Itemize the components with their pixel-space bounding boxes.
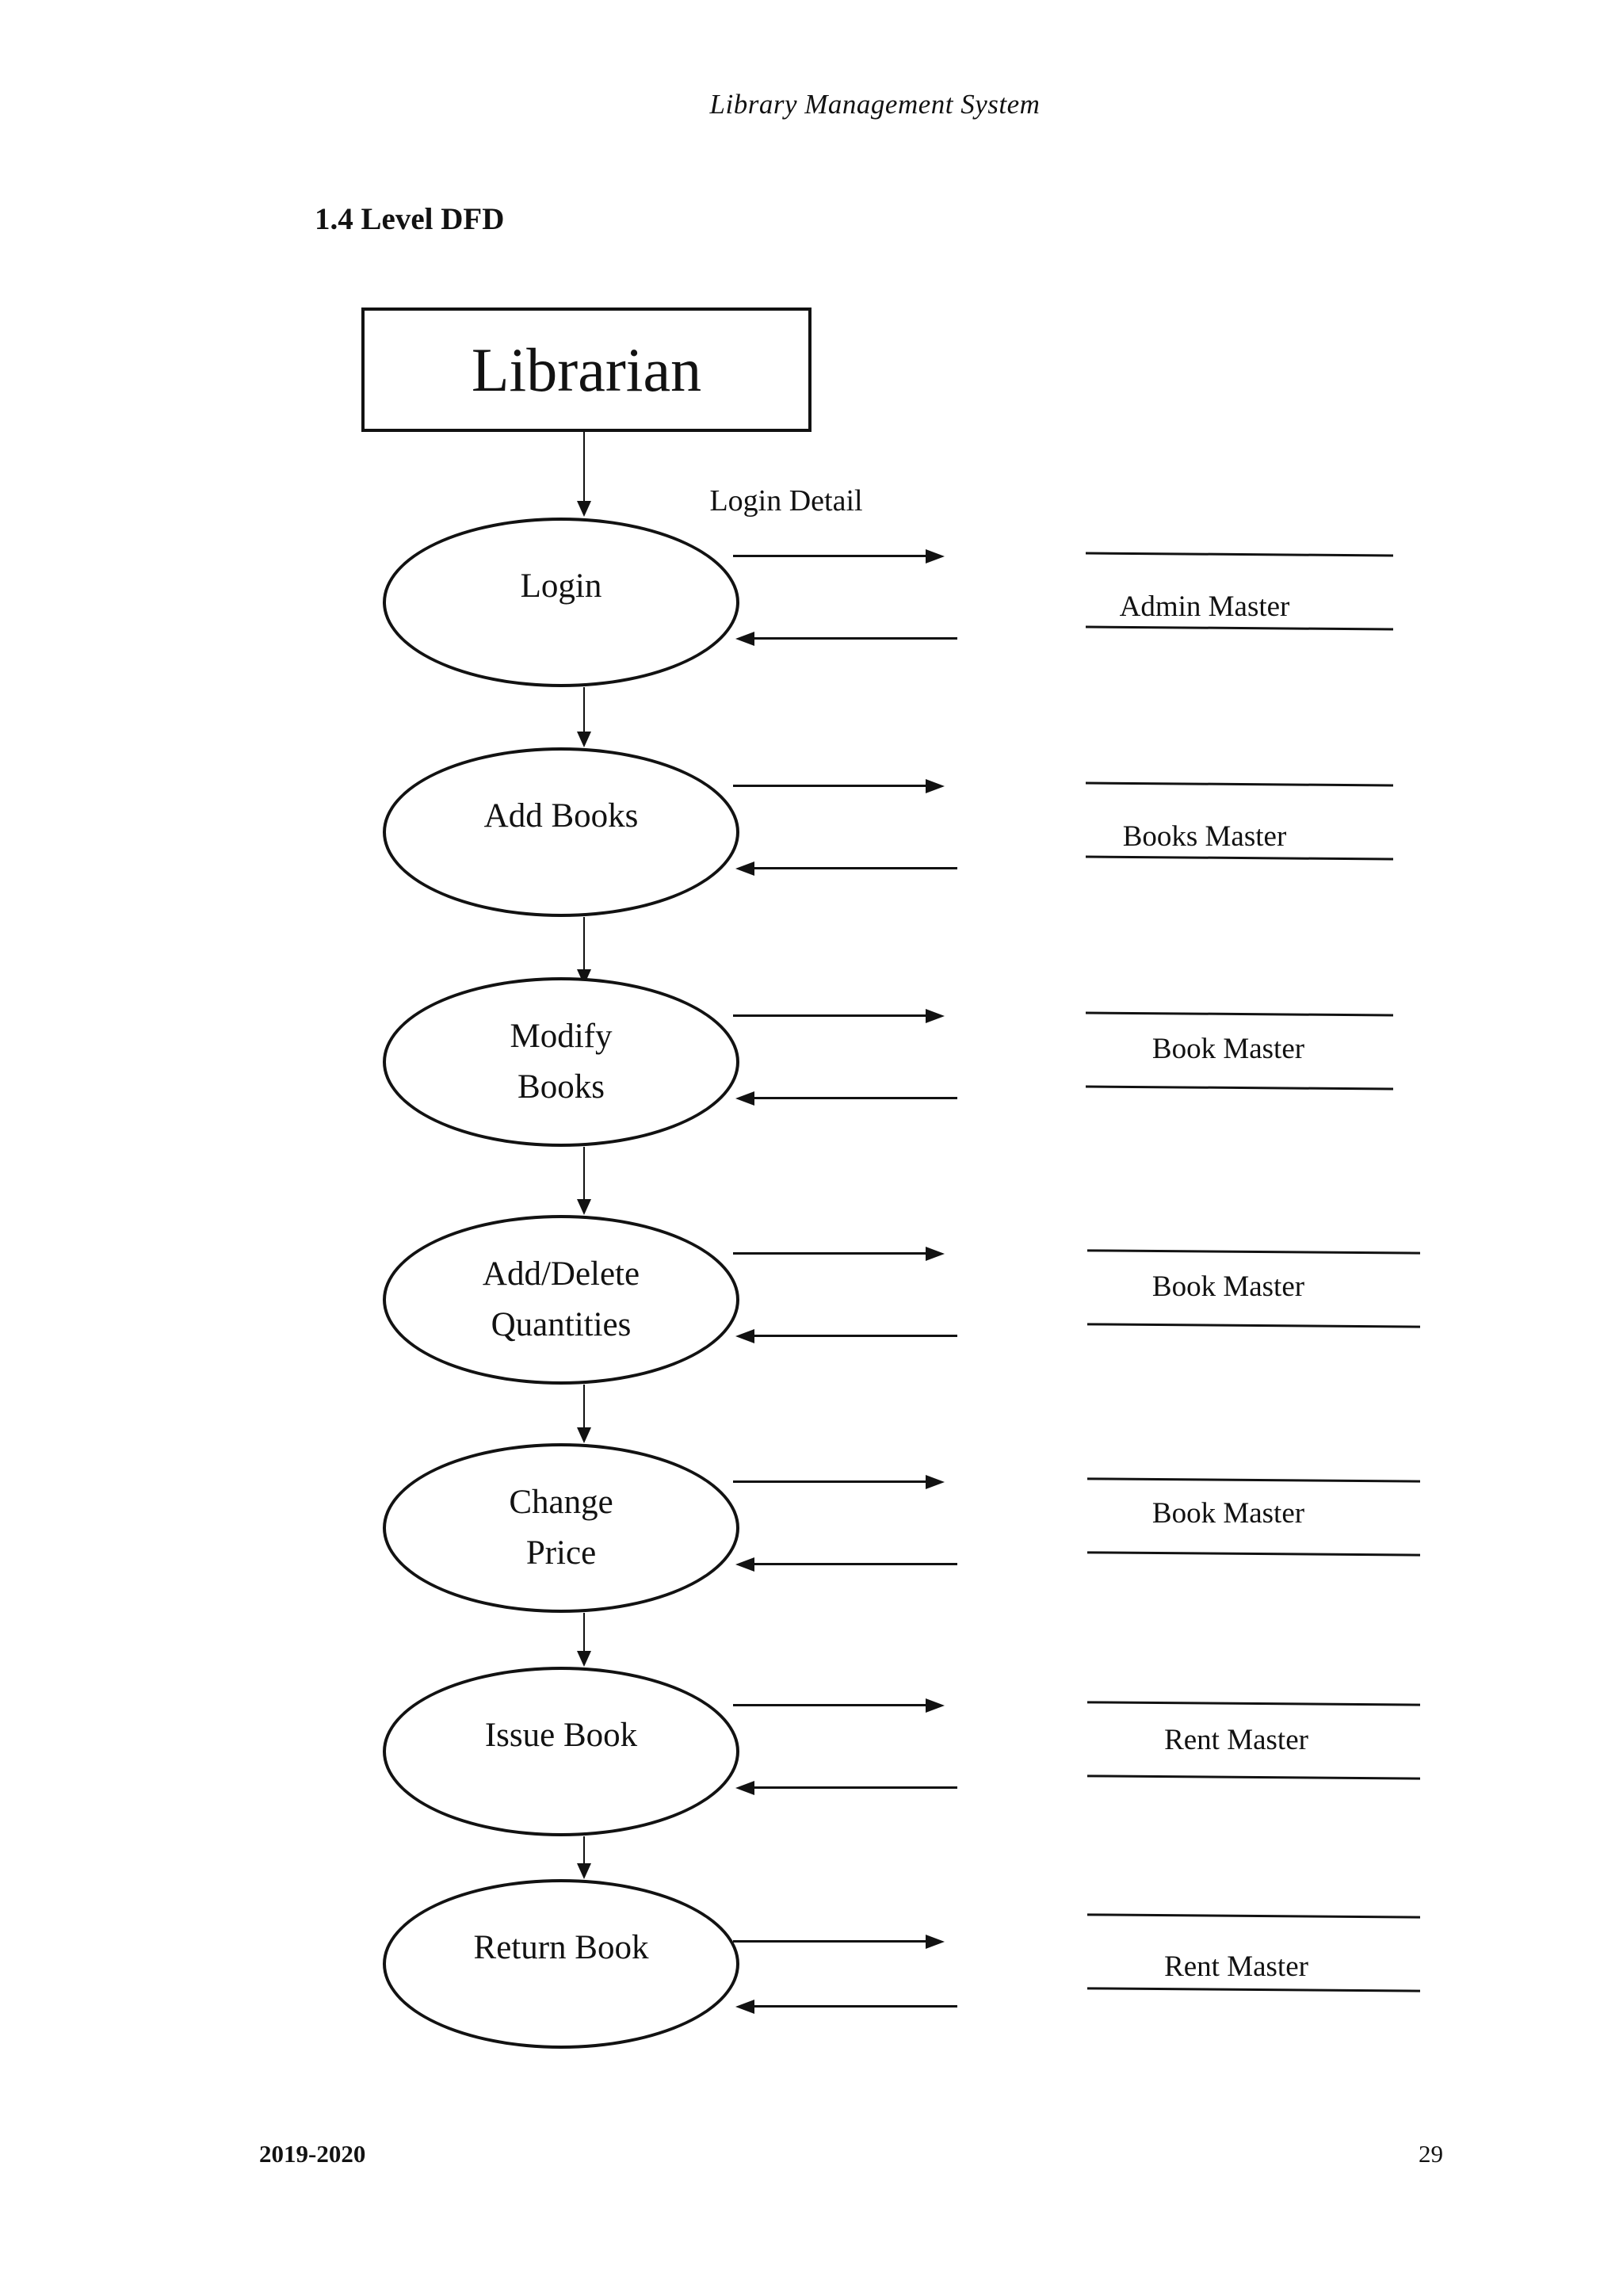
arrow-modify-books-to-add-delete-quantities (583, 1147, 585, 1199)
arrow-login-to-add-books (583, 687, 585, 732)
process-add-books: Add Books (383, 747, 739, 917)
process-return-book: Return Book (383, 1879, 739, 2049)
footer-year-range: 2019-2020 (259, 2140, 366, 2168)
arrow-store-to-modify-books (754, 1097, 957, 1099)
process-label-line: Return Book (473, 1929, 649, 1966)
store-rent-master-2-top-line (1086, 1913, 1421, 1919)
store-book-master-3-label: Book Master (1151, 1497, 1305, 1530)
arrow-librarian-to-login (583, 432, 585, 501)
arrow-issue-book-to-store (733, 1704, 926, 1706)
arrow-store-to-add-delete-quantities (754, 1335, 957, 1337)
store-rent-master-1-label: Rent Master (1164, 1724, 1308, 1756)
flow-label-login-detail: Login Detail (709, 484, 863, 518)
store-book-master-2-bottom-line (1086, 1323, 1421, 1328)
process-label-line: Issue Book (484, 1717, 638, 1754)
external-entity-label: Librarian (471, 334, 702, 404)
store-books-master-top-line (1085, 781, 1394, 787)
arrow-change-price-to-issue-book (583, 1613, 585, 1651)
process-label-line: Price (525, 1534, 597, 1572)
store-books-master-bottom-line (1085, 855, 1394, 861)
process-modify-books: Modify Books (383, 977, 739, 1147)
store-book-master-2-label: Book Master (1151, 1270, 1305, 1303)
arrow-add-books-to-store (733, 785, 926, 787)
section-title: 1.4 Level DFD (315, 202, 505, 236)
process-change-price: Change Price (383, 1443, 739, 1613)
arrow-store-to-return-book (754, 2005, 957, 2008)
arrow-add-delete-quantities-to-change-price (583, 1385, 585, 1427)
process-label-line: Add Books (483, 797, 639, 835)
store-book-master-1-label: Book Master (1151, 1033, 1305, 1065)
store-admin-master-top-line (1085, 552, 1394, 557)
process-label: Add Books (484, 791, 639, 842)
process-issue-book: Issue Book (383, 1667, 739, 1836)
store-book-master-3-top-line (1086, 1477, 1421, 1483)
arrow-modify-books-to-store (733, 1014, 926, 1017)
arrow-add-books-to-modify-books (583, 917, 585, 969)
arrow-change-price-to-store (733, 1480, 926, 1483)
external-entity-librarian: Librarian (361, 308, 812, 432)
process-label: Change Price (509, 1477, 613, 1579)
footer-page-number: 29 (1419, 2140, 1443, 2168)
process-label: Modify Books (510, 1011, 613, 1113)
process-add-delete-quantities: Add/Delete Quantities (383, 1215, 739, 1385)
arrow-return-book-to-store (733, 1940, 926, 1943)
arrow-store-to-add-books (754, 867, 957, 869)
process-label: Issue Book (485, 1710, 637, 1761)
process-login: Login (383, 518, 739, 687)
store-rent-master-2-label: Rent Master (1164, 1950, 1308, 1983)
process-label-line: Add/Delete (482, 1255, 640, 1293)
store-admin-master-bottom-line (1085, 625, 1394, 631)
store-rent-master-2-bottom-line (1086, 1987, 1421, 1992)
process-label-line: Login (520, 567, 602, 605)
store-rent-master-1-bottom-line (1086, 1775, 1421, 1780)
process-label-line: Quantities (491, 1306, 632, 1343)
arrow-add-delete-quantities-to-store (733, 1252, 926, 1255)
process-label: Return Book (474, 1923, 649, 1973)
store-book-master-2-top-line (1086, 1249, 1421, 1255)
arrow-store-to-change-price (754, 1563, 957, 1565)
process-label-line: Modify (510, 1018, 613, 1055)
arrow-store-to-login (754, 637, 957, 640)
process-label: Login (521, 561, 602, 612)
page-header-title: Library Management System (709, 89, 1041, 120)
store-admin-master-label: Admin Master (1119, 590, 1290, 623)
store-books-master-label: Books Master (1122, 820, 1287, 853)
arrow-issue-book-to-return-book (583, 1836, 585, 1863)
store-book-master-3-bottom-line (1086, 1551, 1421, 1557)
store-book-master-1-bottom-line (1085, 1085, 1394, 1091)
process-label: Add/Delete Quantities (483, 1249, 640, 1350)
process-label-line: Change (509, 1484, 613, 1521)
process-label-line: Books (517, 1068, 605, 1106)
store-book-master-1-top-line (1085, 1011, 1394, 1017)
store-rent-master-1-top-line (1086, 1701, 1421, 1706)
arrow-login-to-store (733, 555, 926, 557)
arrow-store-to-issue-book (754, 1786, 957, 1789)
